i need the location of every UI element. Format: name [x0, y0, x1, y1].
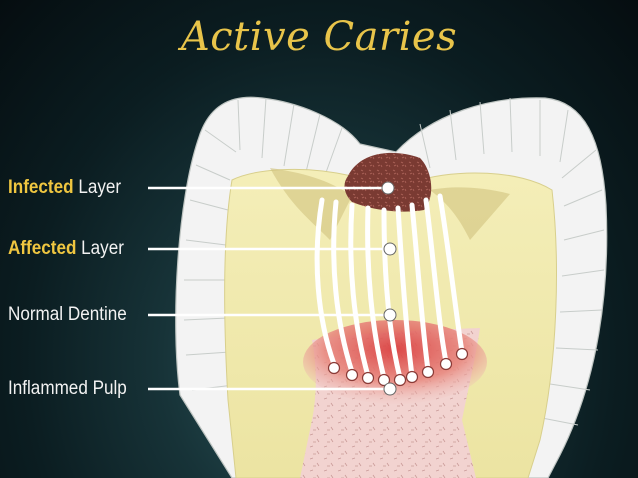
- label-inflammed-pulp: Inflammed Pulp: [8, 378, 127, 400]
- label-infected-rest: Layer: [74, 177, 122, 198]
- leader-dot-infected: [382, 182, 394, 194]
- leader-dot-normal: [384, 309, 396, 321]
- label-normal-rest: Normal Dentine: [8, 304, 127, 325]
- label-infected-highlight: Infected: [8, 177, 74, 198]
- leader-dot-affected: [384, 243, 396, 255]
- label-pulp-rest: Inflammed Pulp: [8, 378, 127, 399]
- label-normal-dentine: Normal Dentine: [8, 304, 127, 326]
- label-affected-layer: Affected Layer: [8, 238, 124, 260]
- label-affected-highlight: Affected: [8, 238, 76, 259]
- label-infected-layer: Infected Layer: [8, 177, 121, 199]
- label-affected-rest: Layer: [76, 238, 124, 259]
- leader-dot-pulp: [384, 383, 396, 395]
